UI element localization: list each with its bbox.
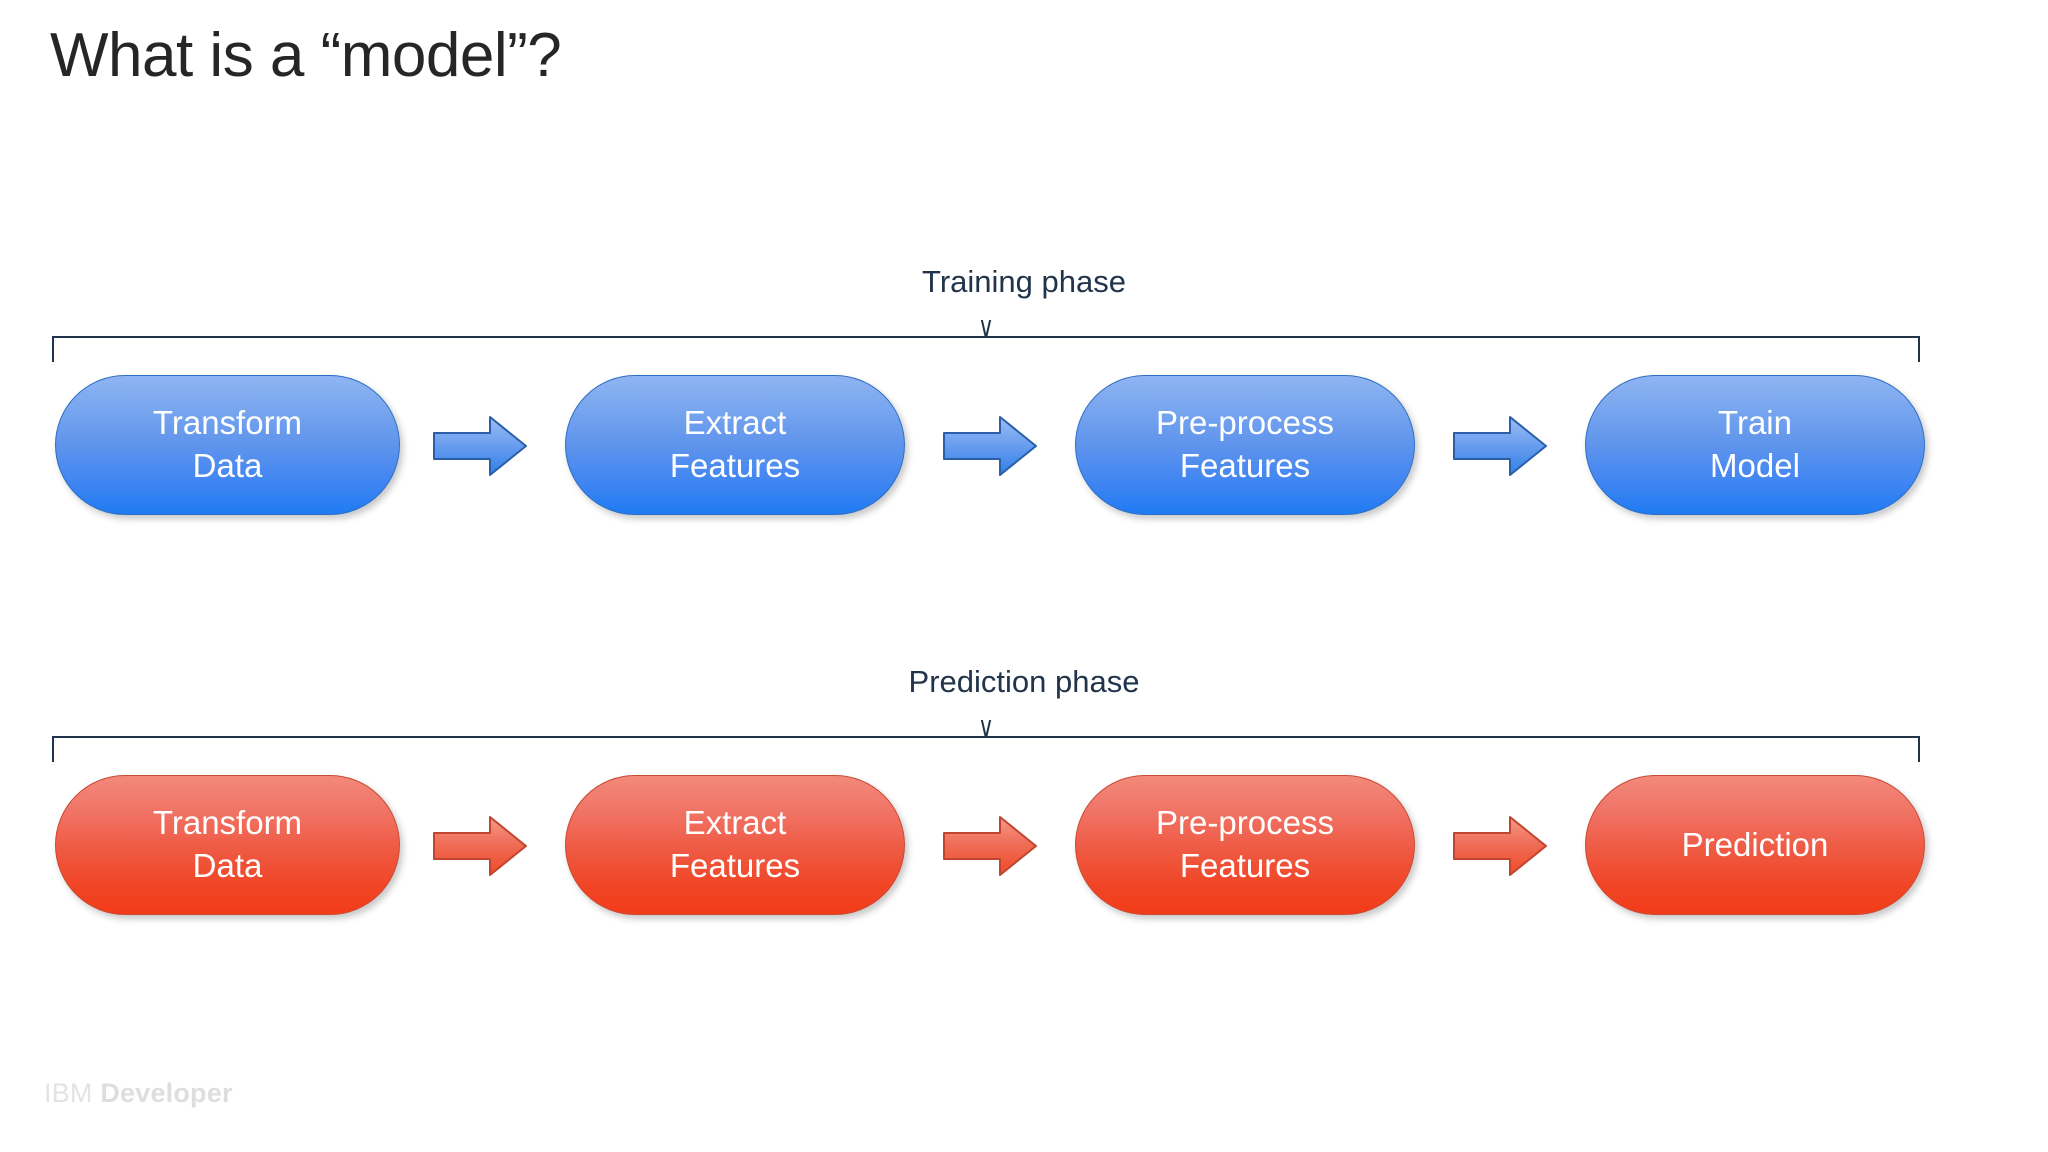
node-pre-process-features-training[interactable]: Pre-process Features	[1075, 375, 1415, 515]
arrow-right-icon	[1452, 813, 1548, 879]
node-line: Features	[1179, 847, 1311, 884]
node-prediction-prediction[interactable]: Prediction	[1585, 775, 1925, 915]
arrow-right-icon	[432, 413, 528, 479]
ibm-developer-logo: IBM Developer	[44, 1078, 233, 1109]
phase-label-prediction: Prediction phase	[908, 664, 1140, 699]
node-line: Model	[1710, 447, 1800, 484]
node-line: Data	[192, 847, 263, 884]
node-pre-process-features-prediction[interactable]: Pre-process Features	[1075, 775, 1415, 915]
arrow-right-icon	[942, 413, 1038, 479]
arrow-right-icon	[942, 813, 1038, 879]
arrow-right-icon	[1452, 413, 1548, 479]
pipeline-row-prediction: Transform Data Extract F	[0, 775, 2048, 935]
node-extract-features-prediction[interactable]: Extract Features	[565, 775, 905, 915]
logo-developer-text: Developer	[100, 1078, 233, 1108]
page-title: What is a “model”?	[50, 21, 562, 90]
bracket-tick-left	[52, 736, 54, 762]
node-line: Prediction	[1681, 825, 1829, 863]
node-line: Pre-process	[1156, 404, 1334, 442]
phase-label-training: Training phase	[922, 264, 1126, 299]
node-transform-data-prediction[interactable]: Transform Data	[55, 775, 400, 915]
node-line: Features	[669, 847, 801, 884]
node-line: Pre-process	[1156, 804, 1334, 842]
node-line: Extract	[683, 404, 787, 442]
bracket-tick-right	[1918, 736, 1920, 762]
node-transform-data-training[interactable]: Transform Data	[55, 375, 400, 515]
logo-ibm-text: IBM	[44, 1078, 93, 1108]
node-line: Data	[192, 447, 263, 484]
pipeline-row-training: Transform Data Extract F	[0, 375, 2048, 535]
node-train-model-training[interactable]: Train Model	[1585, 375, 1925, 515]
node-line: Features	[669, 447, 801, 484]
bracket-tick-right	[1918, 336, 1920, 362]
bracket-center-pip	[980, 320, 992, 338]
node-line: Transform	[152, 404, 303, 442]
node-line: Transform	[152, 804, 303, 842]
bracket-tick-left	[52, 336, 54, 362]
phase-bracket-training	[52, 336, 1920, 366]
node-line: Train	[1718, 404, 1792, 442]
phase-bracket-prediction	[52, 736, 1920, 766]
bracket-center-pip	[980, 720, 992, 738]
node-line: Features	[1179, 447, 1311, 484]
arrow-right-icon	[432, 813, 528, 879]
node-extract-features-training[interactable]: Extract Features	[565, 375, 905, 515]
node-line: Extract	[683, 804, 787, 842]
